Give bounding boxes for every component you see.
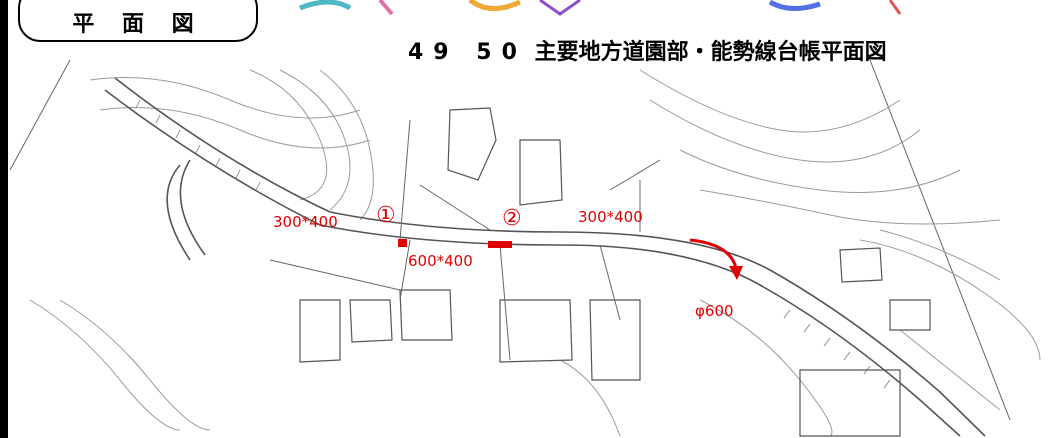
plan-view-label-box bbox=[18, 0, 258, 42]
map-title: 49 50 主要地方道園部・能勢線台帳平面図 bbox=[408, 34, 887, 66]
pipe-size-label-4: φ600 bbox=[695, 302, 734, 320]
left-frame-border bbox=[0, 0, 8, 438]
contour-lines bbox=[29, 69, 1041, 437]
flow-arrow-head bbox=[729, 266, 743, 280]
inlet-mark-1 bbox=[398, 239, 407, 247]
inlet-mark-2 bbox=[488, 241, 512, 248]
pipe-size-label-2: 600*400 bbox=[408, 252, 473, 270]
paper-edge-left bbox=[9, 59, 71, 171]
flow-arrow-icon bbox=[689, 238, 738, 269]
plan-view-label: 平 面 図 bbox=[72, 12, 204, 37]
map-title-number: 49 50 bbox=[408, 40, 527, 65]
road-hatching bbox=[135, 99, 891, 389]
lot-lines bbox=[269, 119, 661, 361]
road bbox=[104, 77, 986, 437]
marker-2: ② bbox=[502, 206, 522, 231]
paper-edge-right bbox=[869, 59, 1011, 421]
top-decoration bbox=[299, 0, 902, 16]
buildings bbox=[299, 107, 931, 437]
marker-1: ① bbox=[376, 203, 396, 228]
map-title-text: 主要地方道園部・能勢線台帳平面図 bbox=[534, 40, 887, 65]
pipe-size-label-1: 300*400 bbox=[273, 213, 338, 231]
pipe-size-label-3: 300*400 bbox=[578, 208, 643, 226]
